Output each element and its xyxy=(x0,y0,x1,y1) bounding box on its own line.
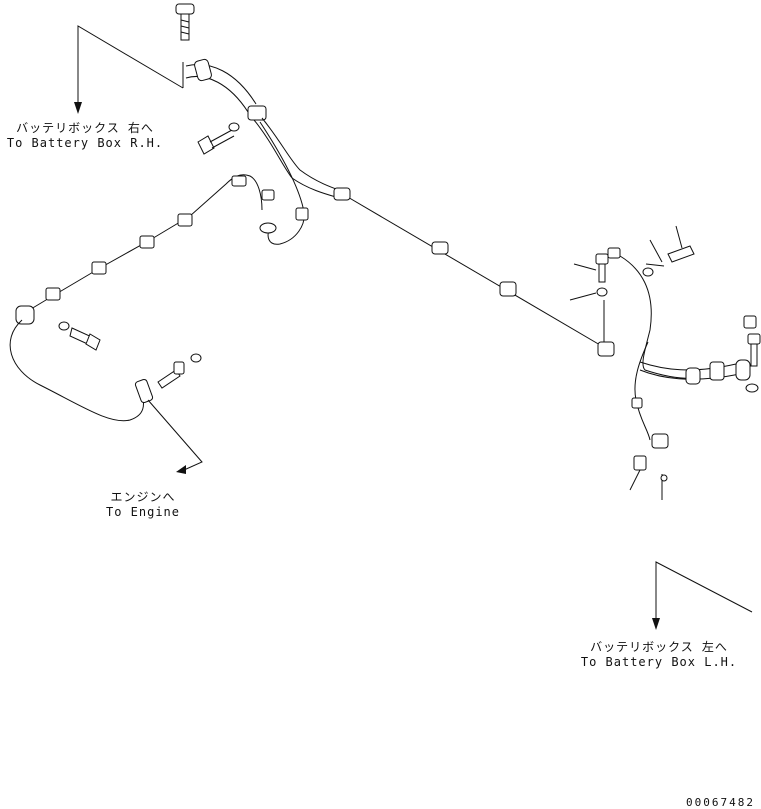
callout-battery-rh: バッテリボックス 右へ To Battery Box R.H. xyxy=(0,121,170,151)
bolt-top xyxy=(175,3,195,41)
callout-battery-lh-jp: バッテリボックス 左へ xyxy=(590,640,728,654)
callout-engine-en: To Engine xyxy=(105,505,181,519)
callout-engine: エンジンへ To Engine xyxy=(88,490,198,520)
leader-engine xyxy=(147,399,203,474)
main-cable-rh xyxy=(185,58,351,201)
branch-cable-center xyxy=(259,121,309,245)
part-number: 00067482 xyxy=(686,796,755,809)
leader-battery-rh xyxy=(74,25,184,114)
callout-engine-jp: エンジンへ xyxy=(110,490,176,504)
bolt-rh-side xyxy=(197,122,240,155)
callout-battery-rh-jp: バッテリボックス 右へ xyxy=(16,121,154,135)
bolt-left xyxy=(58,321,101,351)
callout-battery-lh-en: To Battery Box L.H. xyxy=(580,655,738,669)
engine-cable xyxy=(9,319,202,422)
callout-battery-lh: バッテリボックス 左へ To Battery Box L.H. xyxy=(573,640,745,670)
trunk-line xyxy=(333,187,615,357)
callout-battery-rh-en: To Battery Box R.H. xyxy=(6,136,164,150)
left-harness xyxy=(15,174,277,325)
bolt-right-top xyxy=(743,315,761,367)
right-harness xyxy=(569,225,759,500)
leader-battery-lh xyxy=(652,561,753,630)
